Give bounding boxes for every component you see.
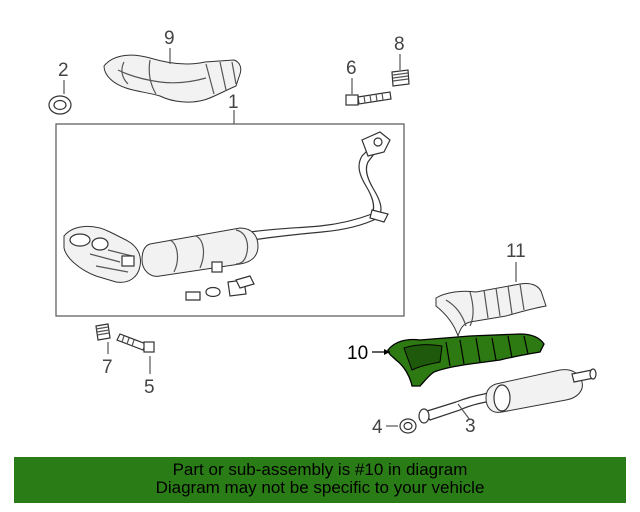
callout-9: 9 [164, 28, 175, 49]
banner-line-2: Diagram may not be specific to your vehi… [155, 478, 485, 497]
part-6-bolt [345, 91, 392, 106]
callout-4: 4 [372, 417, 383, 438]
callout-6: 6 [346, 58, 357, 79]
callout-5: 5 [144, 377, 155, 398]
part-1-assembly-box [55, 123, 405, 317]
part-10-heat-shield-highlighted [387, 333, 545, 387]
part-7-spring [95, 323, 111, 341]
part-2-gasket [48, 95, 72, 115]
callout-7: 7 [102, 357, 113, 378]
banner-line-1: Part or sub-assembly is #10 in diagram [172, 460, 468, 479]
callout-11: 11 [506, 241, 526, 262]
part-8-spring [391, 69, 410, 87]
part-11-heat-shield [435, 283, 547, 338]
callout-10: 10 [347, 343, 368, 364]
part-4-gasket [399, 418, 417, 434]
part-5-bolt [116, 333, 155, 353]
part-3-tailpipe-muffler [418, 368, 597, 424]
callout-2: 2 [58, 60, 69, 81]
callout-8: 8 [394, 34, 405, 55]
part-1-exhaust-assembly [63, 131, 391, 301]
leader-3 [457, 403, 471, 421]
callout-3: 3 [465, 416, 476, 437]
leader-10-arrow [384, 349, 390, 355]
info-banner: Part or sub-assembly is #10 in diagram D… [14, 457, 626, 503]
callout-1: 1 [228, 92, 239, 113]
part-9-heat-shield [103, 54, 242, 103]
